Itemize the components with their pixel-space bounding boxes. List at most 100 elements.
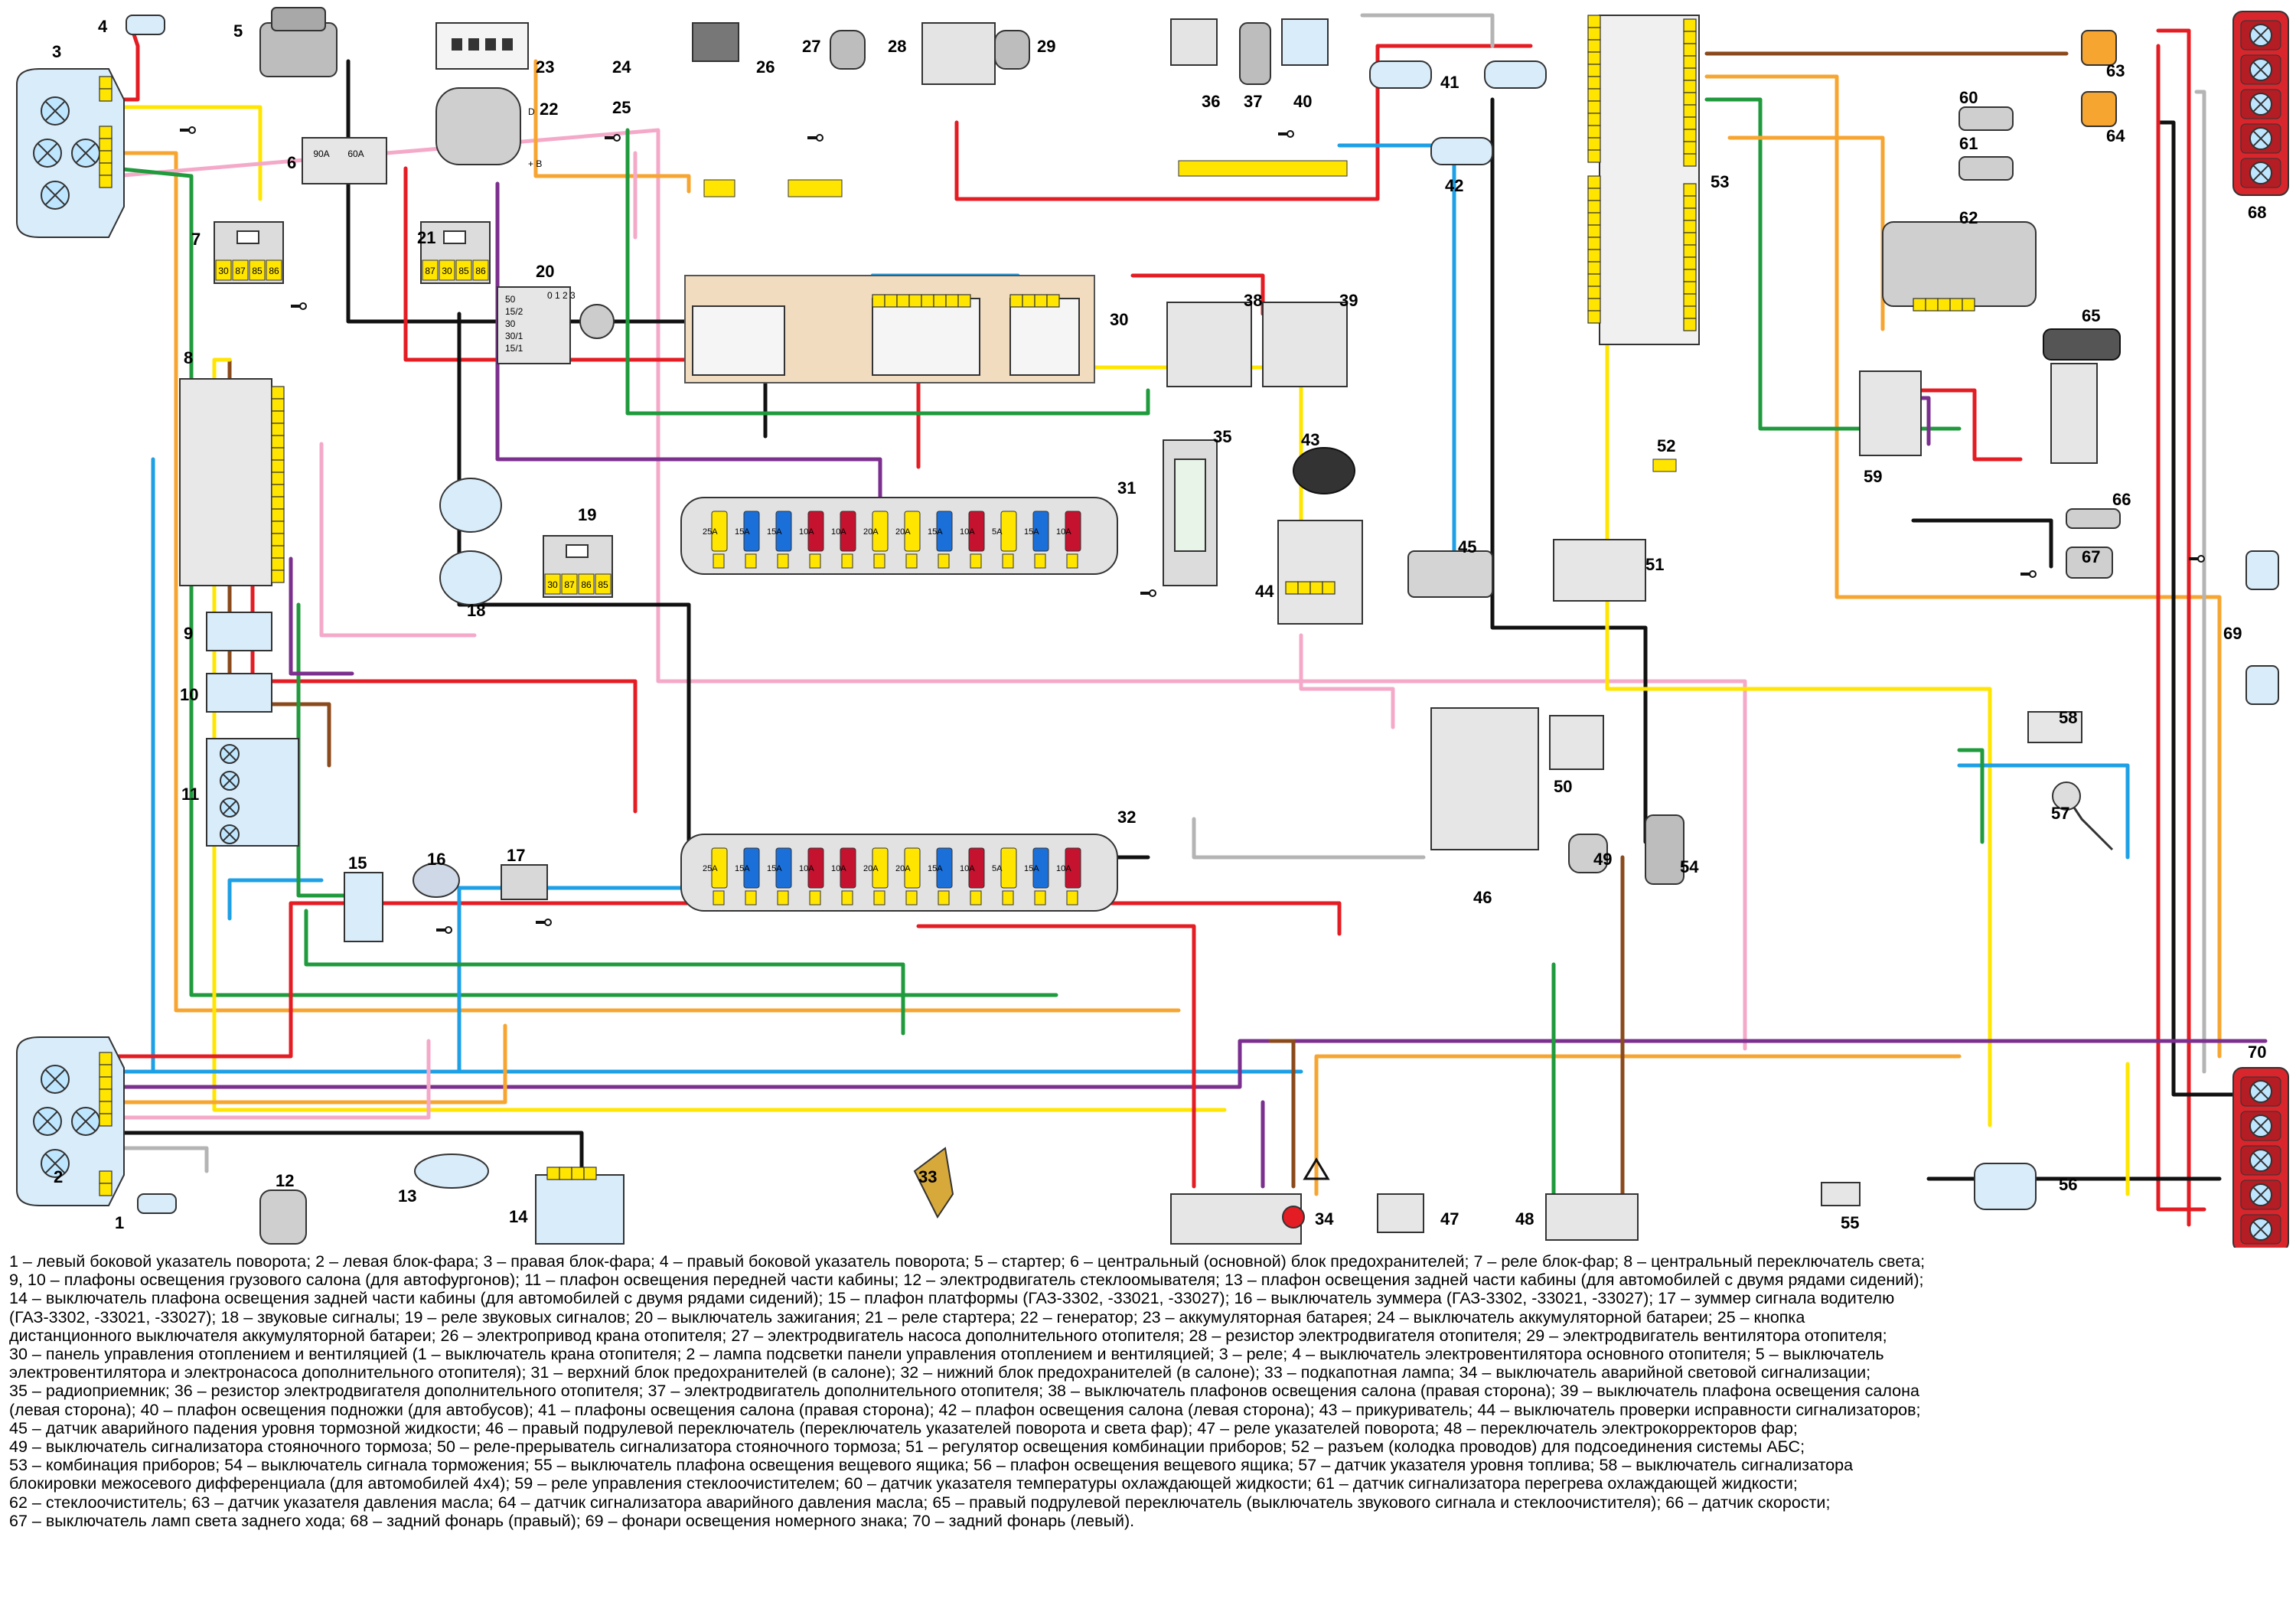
ground-point <box>544 919 552 926</box>
saloon-lamp-switch-right <box>1166 302 1252 387</box>
tail-light-bulb-icon <box>2249 1218 2272 1241</box>
connector-pin <box>1683 55 1697 69</box>
splice-connector <box>788 179 843 197</box>
connector-pin <box>271 545 285 559</box>
legend: 1 – левый боковой указатель поворота; 2 … <box>9 1252 2287 1606</box>
red-wire <box>2156 44 2206 1212</box>
fuse <box>1065 847 1081 889</box>
green-wire <box>296 602 370 898</box>
generator-body <box>435 87 521 165</box>
windshield-wiper-motor <box>1882 221 2037 307</box>
fuse <box>775 511 792 552</box>
lamp-cross <box>222 827 237 842</box>
relay-pin-label: 30 <box>442 266 452 276</box>
connector-pin <box>99 1183 113 1196</box>
fuse-terminal <box>1002 890 1014 906</box>
component-number-label: 45 <box>1458 537 1476 556</box>
connector-pin <box>1297 581 1311 595</box>
legend-line: 9, 10 – плафоны освещения грузового сало… <box>9 1271 1924 1290</box>
red-wire <box>2156 28 2191 1227</box>
ignition-terminal-label: 30/1 <box>505 331 523 341</box>
lamp-icon <box>41 181 70 210</box>
reverse-light-switch <box>2066 547 2113 579</box>
connector-pin <box>1683 244 1697 258</box>
fuse <box>840 847 856 889</box>
component-number-label: 10 <box>180 685 198 704</box>
component-number-label: 18 <box>467 601 485 620</box>
component-number-label: 68 <box>2248 203 2266 222</box>
lamp-icon <box>41 1065 70 1094</box>
fuse <box>936 847 953 889</box>
component-number-label: 42 <box>1445 176 1463 195</box>
aux-heater-motor <box>1239 22 1271 85</box>
connector-pin <box>1683 318 1697 331</box>
component-number-label: 57 <box>2051 804 2069 823</box>
fuse <box>711 511 728 552</box>
heater-pump-motor <box>830 30 866 70</box>
fuse-terminal <box>970 890 982 906</box>
fuse-terminal <box>938 553 950 569</box>
connector-pin <box>99 150 113 164</box>
fuse-rating: 5A <box>992 864 1003 873</box>
saloon-lamp-switch-left <box>1262 302 1348 387</box>
fuse <box>1032 511 1049 552</box>
glovebox-lamp-switch <box>1821 1182 1861 1206</box>
component-number-label: 17 <box>507 846 525 865</box>
component-number-label: 7 <box>191 230 201 249</box>
lamp-cross <box>222 746 237 762</box>
heater-panel-section <box>872 298 980 376</box>
buzzer-switch <box>413 863 460 898</box>
connector-pin <box>1683 104 1697 118</box>
side-indicator-left <box>137 1193 177 1214</box>
green-wire <box>304 909 905 1036</box>
fuse-terminal <box>1066 890 1078 906</box>
connector-pin <box>271 508 285 522</box>
connector-pin <box>271 398 285 412</box>
ground-point <box>1149 589 1156 597</box>
connector-pin <box>1587 200 1601 214</box>
instrument-cluster <box>1599 15 1700 345</box>
connector-pin <box>99 1113 113 1127</box>
lamp-cross <box>222 800 237 815</box>
fuse-rating: 10A <box>831 864 846 873</box>
washer-motor <box>259 1189 307 1245</box>
fuse-terminal <box>1002 553 1014 569</box>
ground-symbol <box>2189 555 2205 563</box>
main-fuse-block-body <box>302 137 387 184</box>
connector-pin <box>908 294 922 308</box>
connector-pin <box>1683 153 1697 167</box>
component-number-label: 11 <box>181 785 199 804</box>
fuse <box>1065 511 1081 552</box>
warning-triangle-icon <box>1303 1157 1330 1180</box>
fuse-rating: 10A <box>960 527 975 537</box>
fuse-terminal <box>1034 890 1046 906</box>
cargo-lamp-switch-10 <box>206 673 272 713</box>
right-steering-switch-wiper <box>2043 328 2121 361</box>
lamp-cross <box>2252 1118 2269 1134</box>
connector-pin <box>271 386 285 400</box>
fuse <box>743 511 760 552</box>
fuse <box>968 511 985 552</box>
parking-brake-interrupter-relay <box>1549 715 1604 770</box>
splice-connector <box>1178 160 1348 177</box>
fuse <box>840 511 856 552</box>
connector-pin <box>921 294 934 308</box>
saloon-lamp-right-2 <box>1484 60 1547 89</box>
connector-pin <box>872 294 885 308</box>
component-number-label: 25 <box>612 98 631 117</box>
component-number-label: 36 <box>1202 92 1220 111</box>
relay-pin-label: 30 <box>547 579 558 590</box>
connector-pin <box>945 294 959 308</box>
black-wire <box>113 1131 584 1181</box>
connector-pin <box>1683 116 1697 130</box>
connector-pin <box>1587 249 1601 263</box>
platform-lamp <box>344 872 383 942</box>
legend-line: (левая сторона); 40 – плафон освещения п… <box>9 1400 1921 1419</box>
component-number-label: 63 <box>2106 61 2125 80</box>
ignition-terminal-label: 50 <box>505 294 516 305</box>
fuse-rating: 15A <box>735 527 750 537</box>
lamp-icon <box>33 139 62 168</box>
ground-point <box>299 302 307 310</box>
connector-pin <box>1683 129 1697 142</box>
